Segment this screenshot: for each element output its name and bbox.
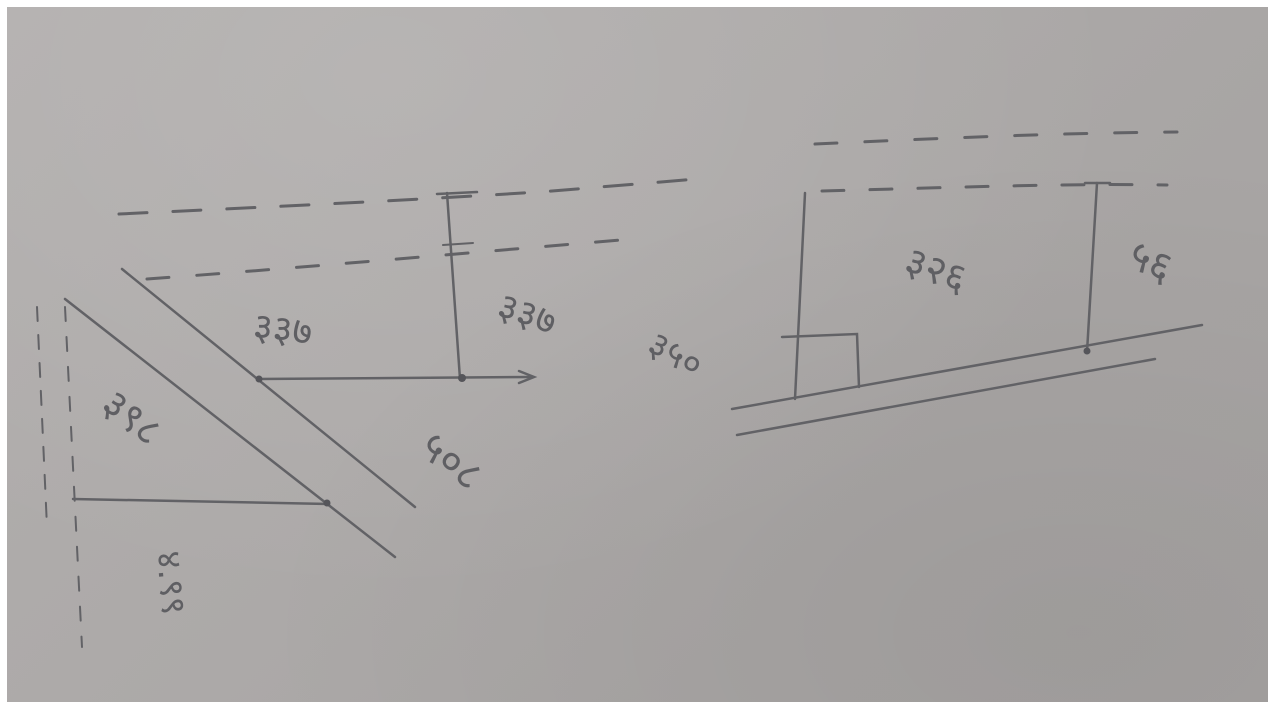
top-tick-center: [435, 190, 479, 196]
node-dot-lower: [323, 499, 331, 507]
handwritten-label: ३३७: [251, 304, 315, 354]
handwritten-label: ३९८: [93, 381, 170, 456]
horizontal-line-lower: [71, 497, 331, 506]
handwritten-label: ३३७: [492, 284, 562, 344]
dashed-vertical-inner: [64, 306, 83, 648]
dashed-line-upper-left: [117, 177, 699, 216]
pencil-sketch: ३३७ ३३७ ५०८ ३९८ ४.९९ ३५० ३२६ ५६: [36, 130, 1204, 648]
sketch-photo: ३३७ ३३७ ५०८ ३९८ ४.९९ ३५० ३२६ ५६: [7, 7, 1268, 702]
dashed-line-lower-right: [820, 183, 1169, 193]
sloped-line-right-upper: [730, 323, 1204, 411]
handwritten-label: ४.९९: [148, 549, 193, 616]
handwritten-label: ३२६: [899, 238, 973, 303]
handwritten-label: ३५०: [641, 324, 710, 387]
vertical-line-right-1: [793, 191, 807, 401]
diagonal-line-outer: [120, 267, 417, 509]
cross-tick-center: [442, 242, 474, 246]
horizontal-line-upper: [255, 375, 534, 381]
handwritten-label: ५०८: [411, 421, 493, 500]
dashed-vertical-left: [36, 306, 48, 528]
dashed-line-lower-left: [145, 237, 634, 281]
sloped-line-right-lower: [735, 357, 1157, 437]
vertical-line-center: [445, 191, 462, 381]
arrow-head-upper: [517, 369, 538, 385]
vertical-line-right-2: [1085, 181, 1099, 354]
node-dot-right: [1083, 347, 1091, 355]
diagonal-line-inner: [63, 297, 397, 559]
handwritten-label: ५६: [1121, 230, 1181, 293]
node-dot-left: [255, 375, 263, 383]
dashed-line-upper-right: [813, 130, 1179, 146]
node-dot-upper: [458, 374, 466, 382]
right-angle-bracket: [780, 332, 861, 389]
